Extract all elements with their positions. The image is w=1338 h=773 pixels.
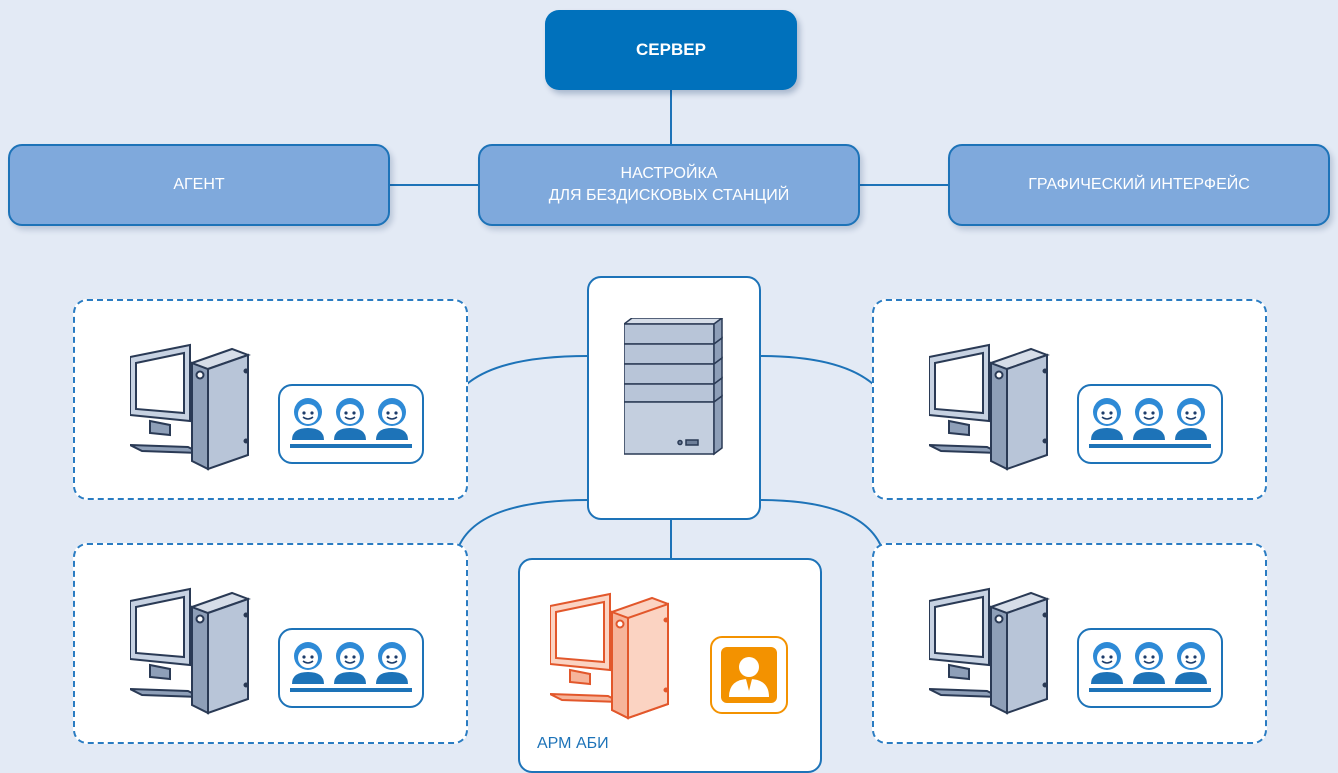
workstation-group-bottom-right <box>872 543 1267 744</box>
arm-abi-label: АРМ АБИ <box>537 735 609 752</box>
server-to-top-right-line <box>759 355 874 385</box>
diskless-module-box: НАСТРОЙКА ДЛЯ БЕЗДИСКОВЫХ СТАНЦИЙ <box>478 144 860 226</box>
server-to-bottom-left-line <box>458 499 589 547</box>
server-label: СЕРВЕР <box>636 40 706 59</box>
workstation-group-bottom-left <box>73 543 468 744</box>
user-group-panel <box>1077 628 1223 708</box>
agent-module-box: АГЕНТ <box>8 144 390 226</box>
desktop-computer-icon <box>129 585 260 722</box>
user-group-icon <box>1089 640 1211 701</box>
agent-label: АГЕНТ <box>173 176 225 193</box>
user-group-icon <box>290 396 412 457</box>
desktop-computer-icon <box>928 341 1059 478</box>
diskless-label-line2: ДЛЯ БЕЗДИСКОВЫХ СТАНЦИЙ <box>548 187 790 204</box>
workstation-group-top-right <box>872 299 1267 500</box>
diskless-label-line1: НАСТРОЙКА <box>620 165 718 182</box>
server-to-top-left-line <box>466 355 589 385</box>
admin-user-panel <box>710 636 788 714</box>
user-group-panel <box>278 628 424 708</box>
gui-module-box: ГРАФИЧЕСКИЙ ИНТЕРФЕЙС <box>948 144 1330 226</box>
workstation-group-top-left <box>73 299 468 500</box>
user-group-icon <box>290 640 412 701</box>
admin-workstation-icon <box>550 592 669 720</box>
arm-abi-box: АРМ АБИ <box>518 558 822 773</box>
server-tower-icon <box>624 318 724 456</box>
admin-user-icon <box>721 647 777 703</box>
user-group-icon <box>1089 396 1211 457</box>
server-box: СЕРВЕР <box>545 10 797 90</box>
central-server-box <box>587 276 761 520</box>
server-to-bottom-right-line <box>759 499 882 547</box>
desktop-computer-icon <box>129 341 260 478</box>
user-group-panel <box>278 384 424 464</box>
desktop-computer-icon <box>928 585 1059 722</box>
user-group-panel <box>1077 384 1223 464</box>
gui-label: ГРАФИЧЕСКИЙ ИНТЕРФЕЙС <box>1028 176 1250 193</box>
